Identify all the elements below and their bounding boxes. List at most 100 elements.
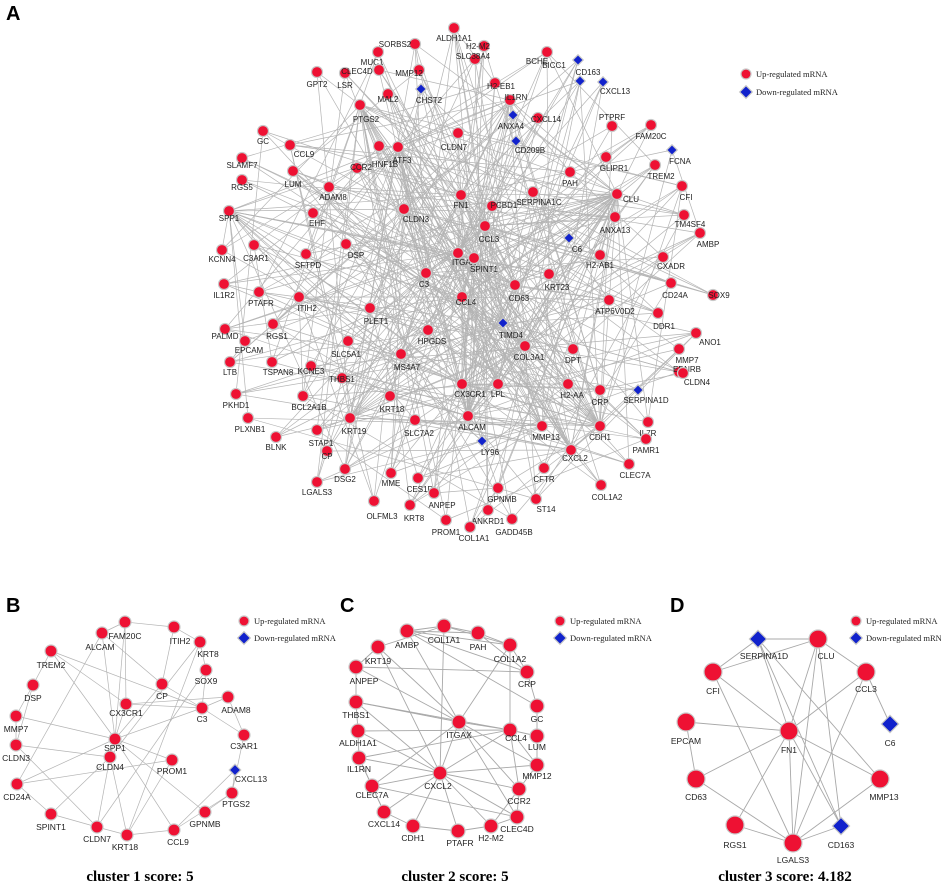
up-regulated-marker <box>664 276 678 290</box>
edge-ednrb-col3a1 <box>524 345 680 373</box>
edge-thbs1-cxcl13 <box>341 81 604 379</box>
node-label: ALCAM <box>458 423 486 432</box>
down-regulated-marker <box>562 231 576 245</box>
edge-mal2-spint1 <box>387 93 475 259</box>
node-c6: C6 <box>562 231 583 254</box>
node-label: CLDN3 <box>2 753 30 763</box>
node-label: BCHE <box>526 57 548 66</box>
edge-olfml3-itgax <box>373 252 459 502</box>
edge-anpep-crp <box>355 666 528 673</box>
up-regulated-marker <box>491 481 505 495</box>
up-regulated-marker <box>9 738 23 752</box>
edge-serpina1d-fn1 <box>757 638 790 732</box>
node-label: LPL <box>491 390 506 399</box>
edge-cxcl2-clec4d <box>439 772 518 818</box>
node-krt23: KRT23 <box>542 267 570 292</box>
node-epcam: EPCAM <box>671 712 701 746</box>
edge-cxcl14-sftpd <box>305 117 539 255</box>
edge-lgals3-atf3 <box>316 146 399 483</box>
up-regulated-marker <box>351 750 367 766</box>
node-fn1: FN1 <box>453 188 469 210</box>
node-slc38a4: SLC38A4 <box>456 52 491 66</box>
edge-cxcl2-cdh1 <box>412 772 441 827</box>
edge-adam8-c3ar1 <box>227 696 245 736</box>
edge-c3-ptgs2 <box>359 104 427 274</box>
node-gpnmb: GPNMB <box>189 805 221 829</box>
edge-cxcl2-h2-m2 <box>439 772 492 827</box>
up-regulated-marker <box>651 306 665 320</box>
up-regulated-marker <box>343 411 357 425</box>
edge-fn1-lgals3 <box>788 730 794 844</box>
edge-ano1-alcam <box>467 332 697 417</box>
node-stap1: STAP1 <box>309 423 334 448</box>
legend-up-label: Up-regulated mRNA <box>570 616 642 626</box>
edge-anxa13-ptgs2 <box>359 104 616 218</box>
node-ptgs2: PTGS2 <box>353 98 380 124</box>
node-serpina1c: SERPINA1C <box>516 185 562 207</box>
up-regulated-marker <box>292 290 306 304</box>
up-regulated-marker <box>540 45 554 59</box>
node-label: CP <box>321 452 332 461</box>
up-regulated-marker <box>235 151 249 165</box>
node-label: PAH <box>470 642 487 652</box>
node-label: LSR <box>337 81 353 90</box>
edge-krt19-itgax <box>377 646 460 723</box>
edge-col1a2-aldh1a1 <box>453 27 602 486</box>
node-label: OLFML3 <box>366 512 398 521</box>
edge-slc5a1-cx3cr1 <box>347 340 463 385</box>
up-regulated-marker <box>610 187 624 201</box>
edge-cldn3-clu <box>403 193 618 210</box>
edge-mmp12-cd63 <box>418 69 516 286</box>
node-pkhd1: PKHD1 <box>223 387 250 410</box>
legend-down-label: Down-regulated mRNA <box>254 633 337 643</box>
up-regulated-marker <box>485 199 499 213</box>
node-h2-ab1: H2-AB1 <box>586 248 615 270</box>
node-label: CCR2 <box>507 796 530 806</box>
up-regulated-marker <box>394 347 408 361</box>
node-label: ADAM8 <box>221 705 251 715</box>
node-ccl9: CCL9 <box>167 823 189 847</box>
node-anpep: ANPEP <box>348 659 379 686</box>
node-sox9: SOX9 <box>706 288 730 302</box>
edge-dpt-spint1 <box>473 257 574 350</box>
edge-mmp12-spint1 <box>418 69 475 259</box>
node-label: CDH1 <box>401 833 424 843</box>
node-label: PTAFR <box>248 299 274 308</box>
up-regulated-marker <box>602 293 616 307</box>
edge-clu-lgals3 <box>792 638 819 844</box>
node-label: CFTR <box>533 475 555 484</box>
node-cftr: CFTR <box>533 461 555 484</box>
node-spp1: SPP1 <box>219 204 240 223</box>
up-regulated-marker <box>348 694 364 710</box>
edge-col1a2-spp1 <box>228 210 602 486</box>
node-ankrd1: ANKRD1 <box>472 503 505 526</box>
node-cxcl2: CXCL2 <box>424 765 452 791</box>
node-st14: ST14 <box>529 492 556 514</box>
node-label: GPT2 <box>307 80 328 89</box>
up-regulated-marker <box>399 623 415 639</box>
node-label: ANPEP <box>350 676 379 686</box>
node-krt18: KRT18 <box>112 828 138 852</box>
down-regulated-marker <box>509 134 523 148</box>
node-label: FAM20C <box>108 631 141 641</box>
node-label: ST14 <box>536 505 556 514</box>
up-regulated-marker <box>686 769 706 789</box>
node-label: COL1A2 <box>494 654 527 664</box>
edge-tspan8-ptgs2 <box>271 104 361 363</box>
up-regulated-marker <box>451 714 467 730</box>
up-regulated-marker <box>432 765 448 781</box>
up-regulated-marker <box>439 513 453 527</box>
node-label: PROM1 <box>432 528 461 537</box>
node-kcnn4: KCNN4 <box>208 243 236 264</box>
panel-a-legend: Up-regulated mRNA Down-regulated mRNA <box>738 68 839 100</box>
node-label: STAP1 <box>309 439 334 448</box>
node-dpt: DPT <box>565 342 581 365</box>
node-label: CLDN7 <box>441 143 468 152</box>
down-regulated-marker <box>475 434 489 448</box>
node-label: C3 <box>197 714 208 724</box>
node-label: EPCAM <box>671 736 701 746</box>
edge-gadd45b-dsp <box>345 243 513 520</box>
node-label: CLEC7A <box>619 471 651 480</box>
edge-ccl4-cxcl2 <box>439 729 511 774</box>
edge-muc1-ptafr <box>258 51 379 293</box>
